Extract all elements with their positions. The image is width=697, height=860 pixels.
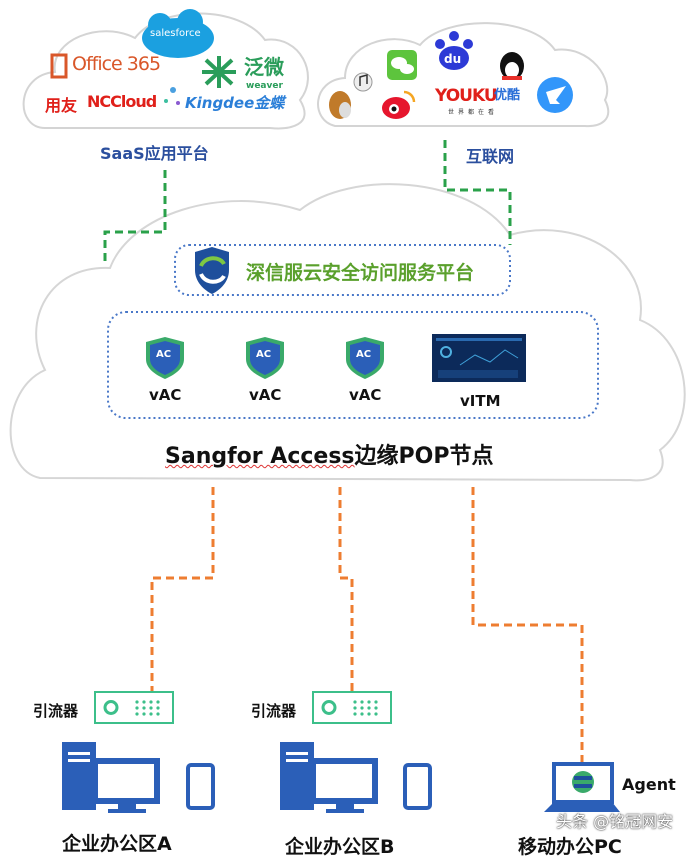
site-b-label: 企业办公区B [285, 836, 395, 858]
weaver-logo-en: weaver [246, 81, 283, 91]
sangfor-shield-icon [195, 247, 229, 294]
internet-label: 互联网 [466, 147, 515, 166]
kingdee-icon [164, 87, 180, 105]
vac-3-icon [346, 337, 384, 379]
vac-1-label: vAC [149, 386, 182, 404]
platform-banner-frame [174, 244, 511, 296]
music-icon [353, 72, 373, 92]
vitm-dashboard-icon [432, 334, 526, 382]
youku-logo-cn: 优酷 [494, 88, 521, 103]
pop-title: Sangfor Access边缘POP节点 [165, 438, 493, 470]
router-b-icon [312, 691, 392, 724]
mobile-link-line [471, 487, 584, 770]
vac-3-badge: AC [356, 349, 372, 360]
agent-label: Agent [622, 775, 676, 794]
wechat-icon [387, 50, 417, 80]
vac-2-badge: AC [256, 349, 272, 360]
weibo-icon [382, 90, 416, 119]
vac-2-label: vAC [249, 386, 282, 404]
router-a-icon [94, 691, 174, 724]
desktop-pc-b-icon [280, 742, 378, 813]
yonyou-logo: 用友 [45, 96, 78, 115]
baidu-icon [435, 31, 473, 70]
pop-title-cn: 边缘POP节点 [354, 444, 494, 469]
site-b-link-line [338, 487, 354, 692]
youku-slogan: 世界都在看 [448, 109, 499, 116]
dingtalk-icon [537, 77, 573, 113]
weaver-logo-cn: 泛微 [244, 55, 284, 79]
vac-3-label: vAC [349, 386, 382, 404]
phone-b-icon [403, 763, 432, 810]
qq-icon [500, 52, 524, 80]
vac-2-icon [246, 337, 284, 379]
vac-1-icon [146, 337, 184, 379]
desktop-pc-a-icon [62, 742, 160, 813]
site-a-link-line [150, 487, 215, 692]
vac-1-badge: AC [156, 349, 172, 360]
laptop-agent-icon [544, 762, 620, 812]
watermark: 头条 @铭冠网安 [556, 812, 674, 831]
platform-title: 深信服云安全访问服务平台 [246, 262, 475, 284]
phone-a-icon [186, 763, 215, 810]
office365-logo: Office 365 [72, 53, 161, 75]
pop-title-en: Sangfor Access [165, 444, 355, 469]
weaver-icon [202, 56, 236, 88]
nccloud-logo: NCCloud [87, 92, 157, 111]
router-b-label: 引流器 [251, 702, 297, 720]
salesforce-cloud-icon [142, 9, 214, 58]
youku-logo: YOUKU [435, 86, 498, 106]
squirrel-icon [329, 91, 351, 119]
vitm-label: vITM [460, 392, 501, 410]
office365-icon [50, 53, 68, 79]
kingdee-logo: Kingdee金蝶 [185, 94, 285, 112]
site-a-label: 企业办公区A [62, 833, 172, 855]
router-a-label: 引流器 [33, 702, 79, 720]
saas-platform-label: SaaS应用平台 [100, 144, 209, 163]
mobile-pc-label: 移动办公PC [518, 836, 622, 858]
salesforce-logo: salesforce [150, 28, 201, 39]
saas-link-line [103, 170, 167, 262]
internet-link-line [443, 140, 512, 245]
pop-nodes-frame [107, 311, 599, 419]
baidu-logo: du [444, 52, 462, 66]
pop-cloud [9, 183, 686, 482]
